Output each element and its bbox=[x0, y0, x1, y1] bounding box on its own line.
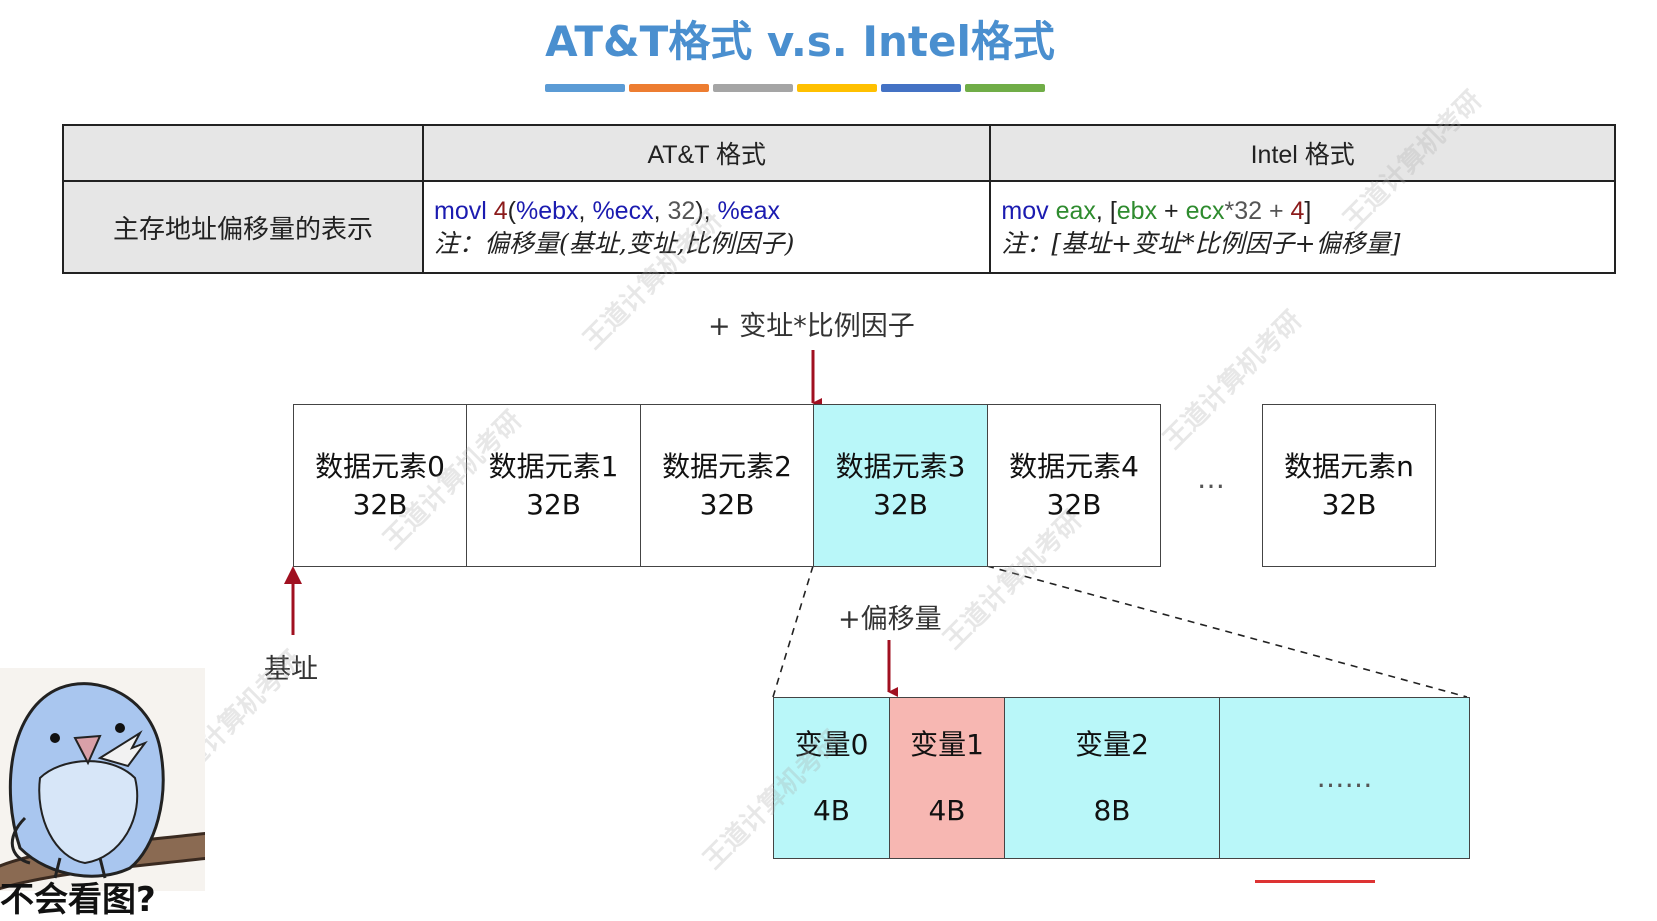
data-element-0: 数据元素0 32B bbox=[293, 404, 467, 567]
intel-plus: + bbox=[1157, 197, 1186, 225]
red-underline-fragment bbox=[1255, 880, 1375, 887]
intel-disp: 4 bbox=[1290, 197, 1305, 225]
data-element-1: 数据元素1 32B bbox=[466, 404, 641, 567]
variable-ellipsis: …… bbox=[1316, 761, 1373, 794]
element-size: 32B bbox=[699, 487, 755, 521]
index-scale-label: + 变址*比例因子 bbox=[708, 311, 915, 342]
element-size: 32B bbox=[352, 487, 408, 521]
data-element-2: 数据元素2 32B bbox=[640, 404, 814, 567]
att-comma2: , bbox=[653, 197, 668, 225]
table-corner-cell bbox=[62, 124, 424, 182]
data-element-n: 数据元素n 32B bbox=[1262, 404, 1436, 567]
zoom-line-left bbox=[772, 565, 814, 698]
att-paren-close: ), bbox=[695, 197, 718, 225]
variable-0: 变量0 4B bbox=[773, 697, 890, 859]
slide-title: AT&T格式 v.s. Intel格式 bbox=[545, 17, 1055, 66]
element-name: 数据元素0 bbox=[315, 449, 445, 483]
accent-bar-blue bbox=[545, 84, 625, 92]
accent-bar-gray bbox=[713, 84, 793, 92]
element-size: 32B bbox=[526, 487, 581, 521]
sticker-caption: 不会看图? bbox=[0, 880, 156, 920]
parrot-sticker-image bbox=[0, 668, 205, 891]
variable-name: 变量0 bbox=[794, 728, 869, 761]
variable-1: 变量1 4B bbox=[889, 697, 1005, 859]
att-index-reg: %ecx bbox=[592, 197, 654, 225]
intel-cell: mov eax, [ebx + ecx*32 + 4] 注：[基址+变址*比例因… bbox=[989, 180, 1616, 274]
att-base-reg: %ebx bbox=[515, 197, 579, 225]
base-label: 基址 bbox=[264, 654, 318, 685]
intel-opcode: mov bbox=[1001, 197, 1049, 225]
data-element-4: 数据元素4 32B bbox=[987, 404, 1161, 567]
element-size: 32B bbox=[1321, 487, 1377, 521]
variable-2: 变量2 8B bbox=[1004, 697, 1220, 859]
format-comparison-table: AT&T 格式 Intel 格式 主存地址偏移量的表示 movl 4(%ebx,… bbox=[62, 124, 1616, 274]
element-name: 数据元素2 bbox=[662, 449, 792, 483]
variable-size: 4B bbox=[812, 794, 851, 827]
parrot-icon bbox=[0, 682, 205, 891]
variable-size: 4B bbox=[928, 794, 966, 827]
att-code: movl 4(%ebx, %ecx, 32), %eax bbox=[434, 194, 979, 228]
element-size: 32B bbox=[873, 487, 928, 521]
intel-bracket-close: ] bbox=[1304, 197, 1312, 225]
intel-note: 注：[基址+变址*比例因子+偏移量] bbox=[1001, 229, 1401, 258]
element-name: 数据元素4 bbox=[1009, 449, 1139, 483]
att-dest-reg: %eax bbox=[717, 197, 781, 225]
offset-label: +偏移量 bbox=[838, 604, 942, 635]
variable-name: 变量2 bbox=[1075, 728, 1149, 761]
variable-rest: …… bbox=[1219, 697, 1470, 859]
element-name: 数据元素1 bbox=[488, 449, 619, 483]
att-opcode: movl bbox=[434, 197, 487, 225]
accent-bar-orange bbox=[629, 84, 709, 92]
att-scale: 32 bbox=[667, 197, 696, 225]
intel-index-reg: ecx bbox=[1185, 197, 1225, 225]
header-att: AT&T 格式 bbox=[421, 124, 992, 182]
diagram-lines bbox=[284, 350, 1468, 698]
header-intel: Intel 格式 bbox=[989, 124, 1616, 182]
att-comma1: , bbox=[578, 197, 593, 225]
att-cell: movl 4(%ebx, %ecx, 32), %eax 注：偏移量(基址,变址… bbox=[421, 180, 992, 274]
element-size: 32B bbox=[1046, 487, 1102, 521]
intel-base-reg: ebx bbox=[1116, 197, 1158, 225]
intel-dest-reg: eax bbox=[1055, 197, 1096, 225]
data-element-3: 数据元素3 32B bbox=[813, 404, 988, 567]
base-arrow-head bbox=[284, 566, 302, 584]
row-label-offset: 主存地址偏移量的表示 bbox=[62, 180, 424, 274]
zoom-line-right bbox=[986, 565, 1468, 698]
intel-scale: *32 + bbox=[1224, 197, 1291, 225]
element-name: 数据元素n bbox=[1284, 449, 1414, 483]
accent-bar-darkblue bbox=[881, 84, 961, 92]
elements-ellipsis: … bbox=[1197, 462, 1225, 495]
intel-code: mov eax, [ebx + ecx*32 + 4] bbox=[1001, 194, 1604, 228]
intel-bracket-open: , [ bbox=[1095, 197, 1117, 225]
variable-size: 8B bbox=[1093, 794, 1131, 827]
att-disp: 4 bbox=[493, 197, 508, 225]
element-name: 数据元素3 bbox=[835, 449, 966, 483]
variable-name: 变量1 bbox=[910, 728, 984, 761]
accent-bar-yellow bbox=[797, 84, 877, 92]
accent-bar-green bbox=[965, 84, 1045, 92]
att-paren-open: ( bbox=[507, 197, 516, 225]
att-note: 注：偏移量(基址,变址,比例因子) bbox=[434, 229, 795, 258]
